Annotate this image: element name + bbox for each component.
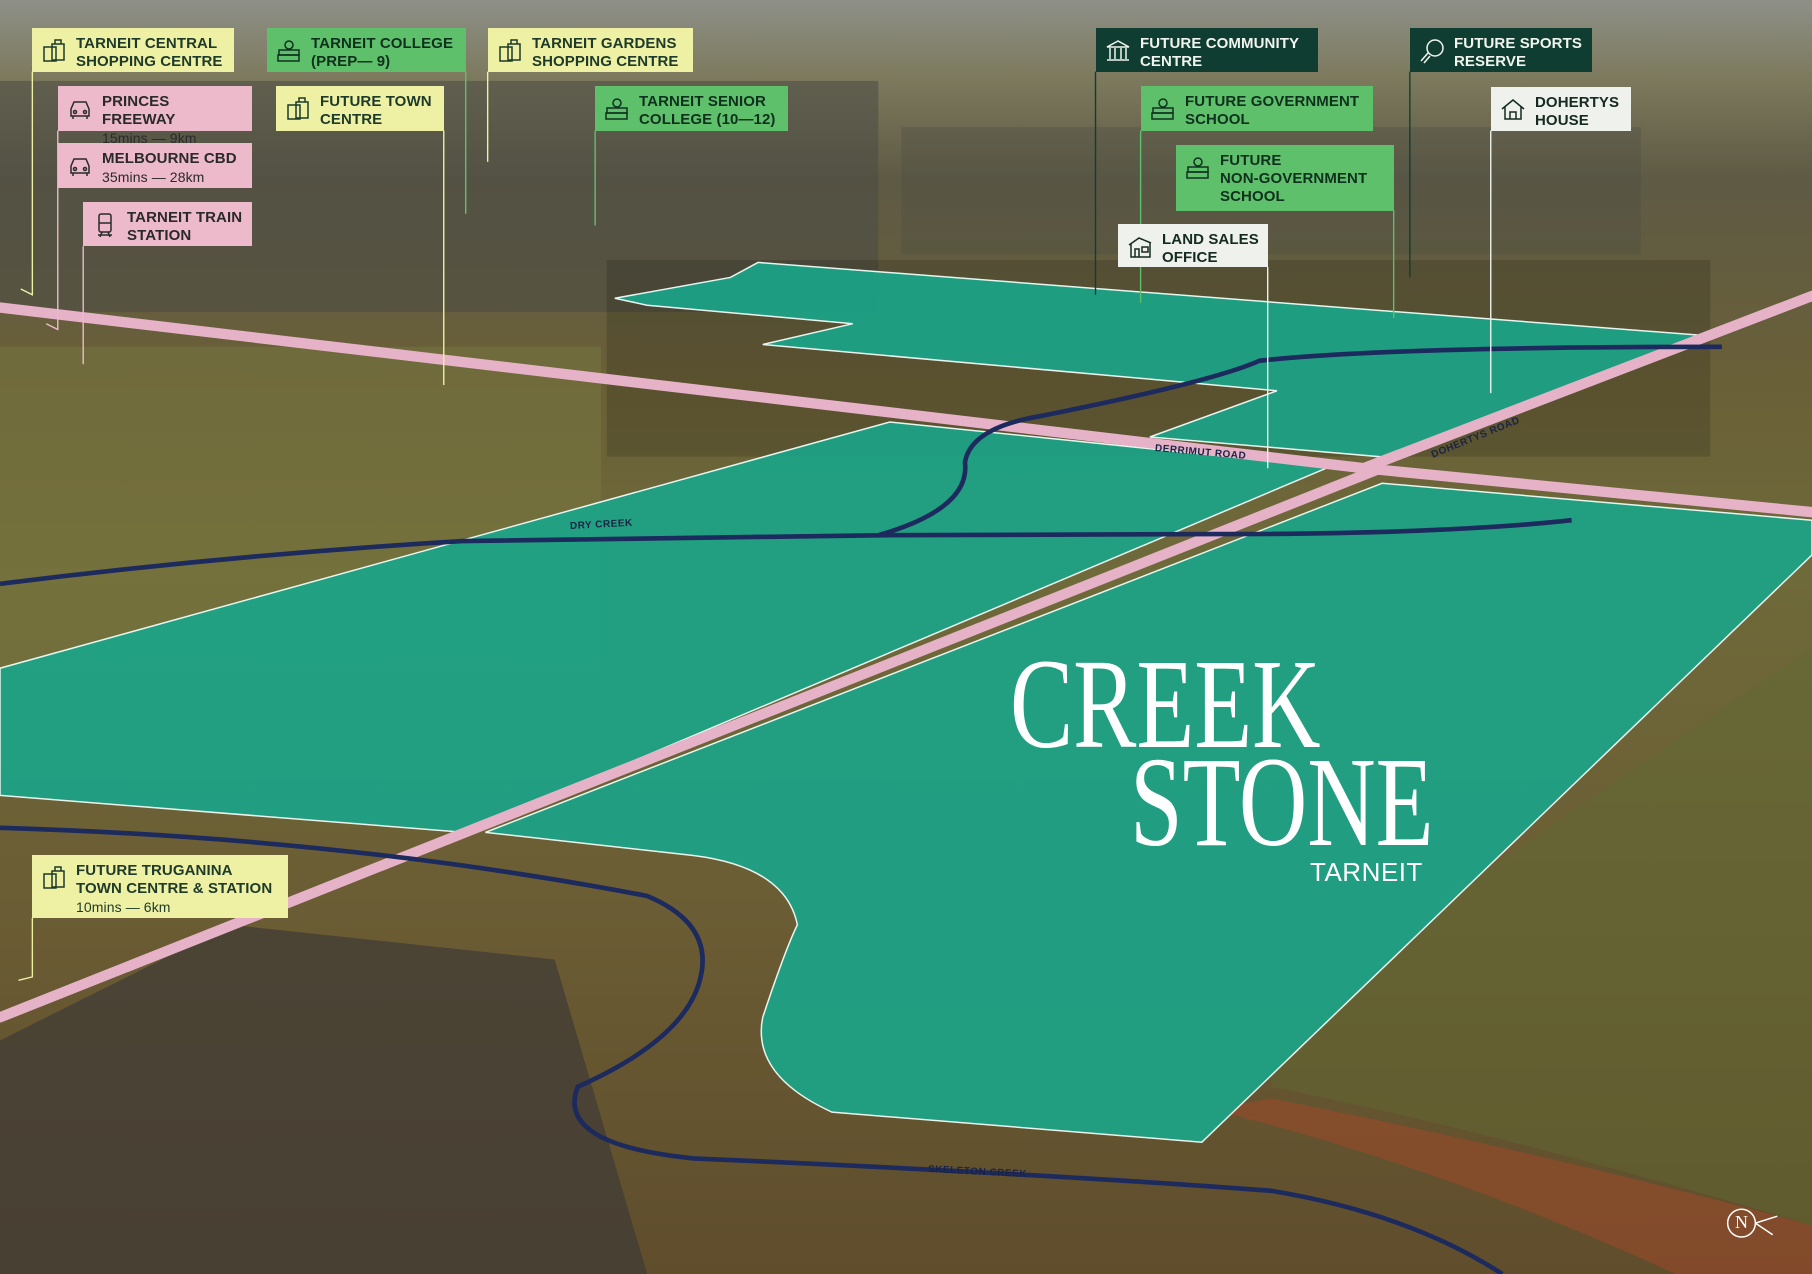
building-columns-icon — [1106, 40, 1130, 61]
label-line: SCHOOL — [1185, 111, 1250, 128]
train-icon — [98, 213, 112, 238]
shopping-bag-icon — [43, 866, 65, 889]
housing-estate — [0, 924, 648, 1274]
parcel-west — [0, 421, 1330, 834]
books-icon — [277, 40, 300, 62]
car-icon — [70, 158, 90, 176]
label-line: CENTRE — [1140, 53, 1203, 70]
shopping-bag-icon — [499, 39, 521, 62]
label-line: STATION — [127, 227, 192, 244]
compass-letter: N — [1735, 1212, 1748, 1232]
poi-tarneit-college[interactable]: TARNEIT COLLEGE(PREP— 9) — [267, 28, 466, 72]
creeks — [0, 344, 1722, 1274]
label-travel-time: 10mins — 6km — [76, 899, 171, 915]
label-line: PRINCES FREEWAY — [102, 93, 176, 128]
books-icon — [605, 98, 628, 120]
label-line: FUTURE — [1220, 152, 1282, 169]
shopping-bag-icon — [287, 97, 309, 120]
label-line: NON-GOVERNMENT — [1220, 170, 1368, 187]
dirt-track — [1213, 1098, 1812, 1274]
label-line: FUTURE COMMUNITY — [1140, 35, 1300, 52]
dry-creek — [0, 517, 1572, 587]
label-line: (PREP— 9) — [311, 53, 391, 70]
label-line: COLLEGE (10—12) — [639, 111, 776, 128]
label-line: FUTURE TRUGANINA — [76, 862, 233, 879]
label-travel-time: 35mins — 28km — [102, 169, 205, 185]
label-line: LAND SALES — [1162, 231, 1259, 248]
parcel-south — [485, 482, 1812, 1143]
soccer-ball-icon — [1420, 39, 1444, 64]
label-line: TARNEIT CENTRAL — [76, 35, 218, 52]
poi-melbourne-cbd[interactable]: MELBOURNE CBD 35mins — 28km — [58, 143, 252, 188]
label-line: TARNEIT TRAIN — [127, 209, 243, 226]
label-line: CENTRE — [320, 111, 383, 128]
house-icon — [1501, 99, 1525, 120]
brand-line2: STONE — [1130, 731, 1434, 873]
label-line: SHOPPING CENTRE — [532, 53, 679, 70]
dry-creek-branch — [877, 344, 1722, 538]
label-line: TARNEIT GARDENS — [532, 35, 677, 52]
label-line: FUTURE TOWN — [320, 93, 432, 110]
dohertys-road — [1358, 290, 1812, 474]
label-line: SHOPPING CENTRE — [76, 53, 223, 70]
label-line: HOUSE — [1535, 112, 1589, 129]
brand-line1: CREEK — [1010, 633, 1321, 775]
label-line: MELBOURNE CBD — [102, 150, 237, 167]
office-icon — [1128, 237, 1152, 258]
label-travel-time: 15mins — 9km — [102, 130, 197, 146]
skeleton-creek — [0, 825, 1504, 1274]
car-icon — [70, 101, 90, 119]
books-icon — [1151, 98, 1174, 120]
label-line: TOWN CENTRE & STATION — [76, 880, 273, 897]
label-line: OFFICE — [1162, 249, 1218, 266]
leader-lines — [18, 71, 1492, 982]
label-line: TARNEIT COLLEGE — [311, 35, 454, 52]
poi-princes-freeway[interactable]: PRINCES FREEWAY 15mins — 9km — [58, 86, 252, 146]
shopping-bag-icon — [43, 39, 65, 62]
north-compass-icon — [1726, 1208, 1778, 1238]
label-line: SCHOOL — [1220, 188, 1285, 205]
site-parcels — [0, 261, 1812, 1143]
label-line: DOHERTYS — [1535, 94, 1620, 111]
parcel-north — [614, 261, 1702, 459]
label-line: FUTURE GOVERNMENT — [1185, 93, 1360, 110]
brand-suburb: TARNEIT — [1310, 857, 1423, 887]
field — [1271, 647, 1812, 1226]
label-line: FUTURE SPORTS — [1454, 35, 1582, 52]
label-line: TARNEIT SENIOR — [639, 93, 766, 110]
label-line: RESERVE — [1454, 53, 1527, 70]
books-icon — [1186, 157, 1209, 179]
roads — [0, 290, 1812, 1023]
diagonal-road — [0, 463, 1387, 1023]
